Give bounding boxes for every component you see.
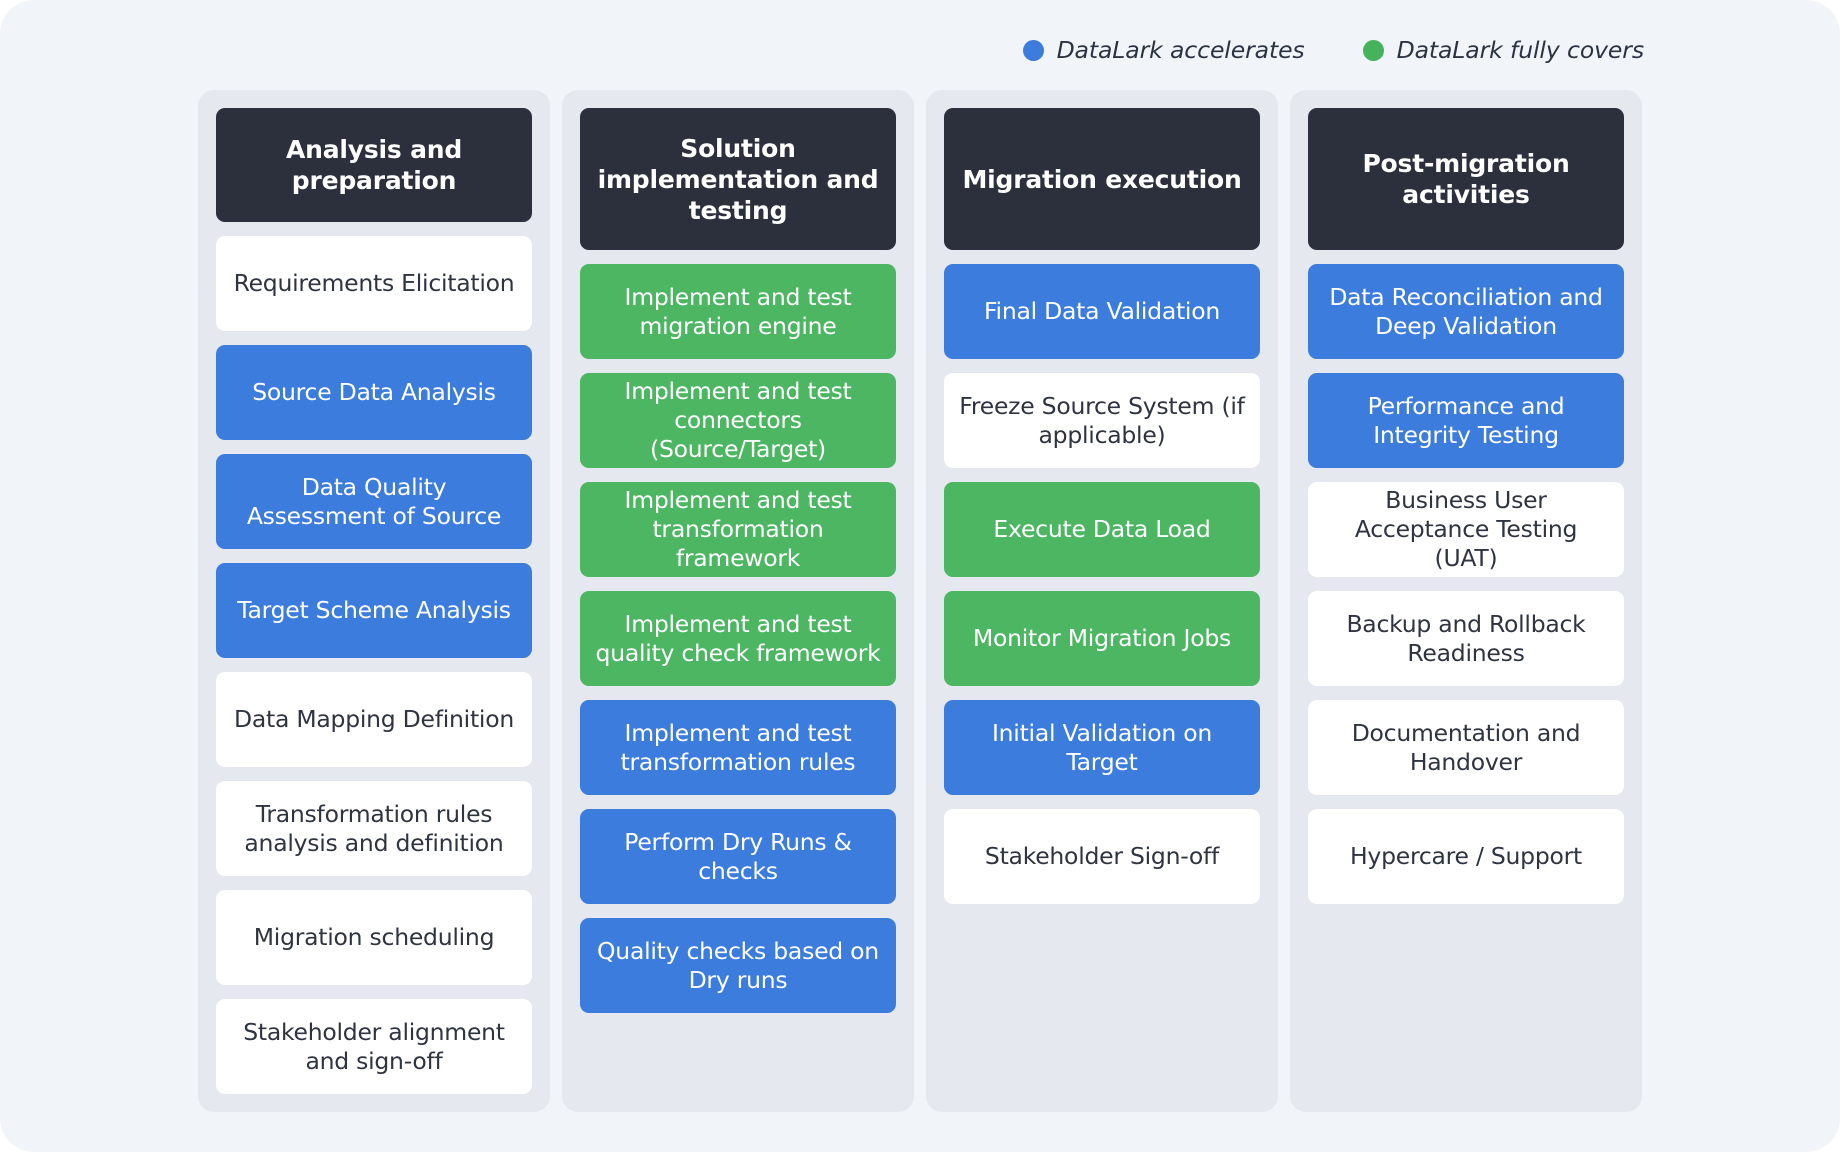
task-card[interactable]: Transformation rules analysis and defini…	[216, 781, 532, 876]
phase-column-post-migration-activities: Post-migration activities Data Reconcili…	[1290, 90, 1642, 1112]
task-card[interactable]: Implement and test connectors (Source/Ta…	[580, 373, 896, 468]
task-card[interactable]: Final Data Validation	[944, 264, 1260, 359]
task-label: Final Data Validation	[983, 297, 1220, 326]
column-title: Analysis and preparation	[285, 135, 463, 195]
task-label: Source Data Analysis	[252, 378, 496, 407]
task-label: Freeze Source System (if applicable)	[959, 391, 1245, 449]
task-card[interactable]: Implement and test quality check framewo…	[580, 591, 896, 686]
column-header: Solution implementation and testing	[580, 108, 896, 250]
task-label: Implement and test transformation framew…	[624, 486, 852, 572]
task-label: Transformation rules analysis and defini…	[244, 799, 504, 857]
phase-column-analysis-and-preparation: Analysis and preparation Requirements El…	[198, 90, 550, 1112]
task-label: Stakeholder alignment and sign-off	[243, 1017, 505, 1075]
legend-label: DataLark accelerates	[1056, 36, 1305, 64]
task-card[interactable]: Data Mapping Definition	[216, 672, 532, 767]
legend-item-accelerates: DataLark accelerates	[1022, 36, 1305, 64]
column-title: Migration execution	[962, 164, 1242, 194]
task-label: Business User Acceptance Testing (UAT)	[1354, 486, 1578, 572]
task-label: Execute Data Load	[993, 515, 1211, 544]
task-label: Requirements Elicitation	[233, 269, 515, 298]
task-card[interactable]: Data Reconciliation and Deep Validation	[1308, 264, 1624, 359]
task-label: Quality checks based on Dry runs	[597, 936, 879, 994]
task-label: Data Quality Assessment of Source	[246, 472, 502, 530]
task-card[interactable]: Documentation and Handover	[1308, 700, 1624, 795]
column-title: Solution implementation and testing	[597, 133, 879, 225]
task-card[interactable]: Stakeholder Sign-off	[944, 809, 1260, 904]
task-card[interactable]: Perform Dry Runs & checks	[580, 809, 896, 904]
task-card[interactable]: Data Quality Assessment of Source	[216, 454, 532, 549]
task-label: Implement and test migration engine	[624, 282, 852, 340]
task-card[interactable]: Execute Data Load	[944, 482, 1260, 577]
phase-columns: Analysis and preparation Requirements El…	[198, 90, 1642, 1112]
column-header: Migration execution	[944, 108, 1260, 250]
circle-icon	[1362, 39, 1384, 61]
task-label: Perform Dry Runs & checks	[624, 827, 852, 885]
legend-item-fully-covers: DataLark fully covers	[1362, 36, 1645, 64]
task-label: Monitor Migration Jobs	[972, 624, 1232, 653]
task-label: Stakeholder Sign-off	[984, 842, 1220, 871]
legend-label: DataLark fully covers	[1396, 36, 1645, 64]
task-card[interactable]: Migration scheduling	[216, 890, 532, 985]
column-header: Post-migration activities	[1308, 108, 1624, 250]
task-label: Data Reconciliation and Deep Validation	[1329, 282, 1603, 340]
task-card[interactable]: Implement and test transformation framew…	[580, 482, 896, 577]
task-label: Initial Validation on Target	[991, 718, 1213, 776]
task-card[interactable]: Source Data Analysis	[216, 345, 532, 440]
circle-icon	[1022, 39, 1044, 61]
task-label: Implement and test transformation rules	[620, 718, 856, 776]
task-label: Backup and Rollback Readiness	[1346, 609, 1586, 667]
task-card[interactable]: Implement and test transformation rules	[580, 700, 896, 795]
task-label: Hypercare / Support	[1349, 842, 1583, 871]
task-label: Documentation and Handover	[1351, 718, 1581, 776]
task-card[interactable]: Freeze Source System (if applicable)	[944, 373, 1260, 468]
task-card[interactable]: Requirements Elicitation	[216, 236, 532, 331]
task-card[interactable]: Monitor Migration Jobs	[944, 591, 1260, 686]
task-card[interactable]: Hypercare / Support	[1308, 809, 1624, 904]
task-card[interactable]: Business User Acceptance Testing (UAT)	[1308, 482, 1624, 577]
column-title: Post-migration activities	[1362, 149, 1570, 209]
task-card[interactable]: Initial Validation on Target	[944, 700, 1260, 795]
task-label: Data Mapping Definition	[234, 705, 514, 734]
task-label: Migration scheduling	[253, 923, 495, 952]
legend: DataLark accelerates DataLark fully cove…	[1022, 34, 1645, 66]
task-label: Performance and Integrity Testing	[1367, 391, 1565, 449]
task-label: Implement and test quality check framewo…	[595, 609, 881, 667]
phase-column-solution-implementation-and-testing: Solution implementation and testing Impl…	[562, 90, 914, 1112]
column-header: Analysis and preparation	[216, 108, 532, 222]
task-card[interactable]: Implement and test migration engine	[580, 264, 896, 359]
task-card[interactable]: Performance and Integrity Testing	[1308, 373, 1624, 468]
task-label: Target Scheme Analysis	[237, 596, 511, 625]
task-card[interactable]: Stakeholder alignment and sign-off	[216, 999, 532, 1094]
task-card[interactable]: Backup and Rollback Readiness	[1308, 591, 1624, 686]
task-label: Implement and test connectors (Source/Ta…	[624, 377, 852, 463]
task-card[interactable]: Quality checks based on Dry runs	[580, 918, 896, 1013]
task-card[interactable]: Target Scheme Analysis	[216, 563, 532, 658]
phase-column-migration-execution: Migration execution Final Data Validatio…	[926, 90, 1278, 1112]
